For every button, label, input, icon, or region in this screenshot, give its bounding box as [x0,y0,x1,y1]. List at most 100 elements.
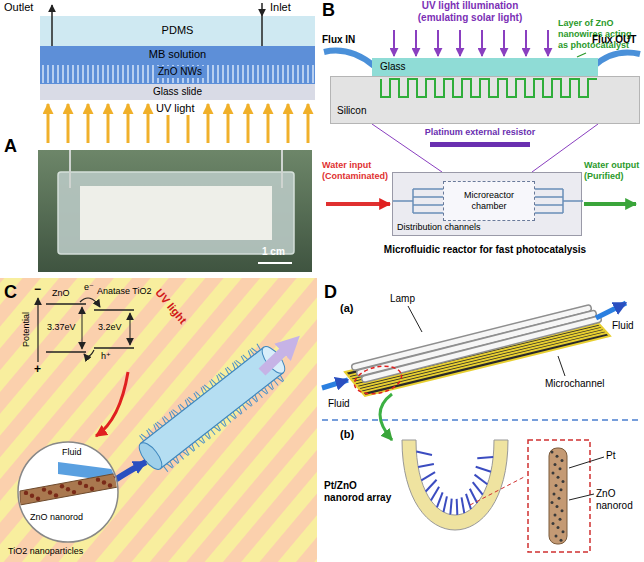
uv-arrow [107,104,110,143]
inset-drawing [20,462,118,505]
annotation-label: UV light illumination (emulating solar l… [406,0,534,24]
uv-arrow [287,104,290,143]
nanowire [127,65,129,83]
nanorod [416,452,432,455]
pt-particles [551,451,565,542]
nanorod [201,437,206,443]
nanorod [175,456,181,463]
nanoparticle [66,487,70,491]
nanowire [302,65,304,83]
nanorod [188,396,194,403]
nanorod [470,489,477,503]
nanorod [211,379,216,385]
nanowire [287,65,289,83]
nanowire [137,65,139,83]
nanoparticle [60,484,64,488]
nanoparticle [114,474,118,478]
nanorod [179,454,183,460]
nanorod [264,387,269,393]
nanowire [82,65,84,83]
nanorod [242,405,246,411]
nanoparticles [24,474,118,501]
nanowire-film [80,186,272,240]
nanorod [216,424,221,430]
uv-arrow [437,30,439,56]
nanoparticle [96,477,100,481]
nanowire [42,65,44,83]
panel-letter: B [322,0,335,22]
lamp-tube [365,319,598,378]
nanorod [475,475,488,485]
annotation-label: 1 cm [262,246,285,258]
annotation-label: ZnO nanorod [30,512,83,523]
annotation-label: Platinum external resistor [405,127,555,138]
nanorod [180,403,185,409]
pt-particle [552,522,555,525]
divider-line [322,419,640,421]
pt-particle [555,484,558,487]
annotation-label: Fluid [328,398,350,410]
nanoparticle [48,490,52,494]
resistor-bar [430,142,530,147]
annotation-label: Water output (Purified) [584,160,642,182]
annotation-label: Inlet [270,1,291,14]
zoom-box [528,440,590,552]
lamp-tube [355,308,588,366]
nanoparticle [90,487,94,491]
nanowire [212,65,214,83]
band-edge [94,309,134,311]
nanowire [102,65,104,83]
nanowire [122,65,124,83]
pt-particle [552,472,555,475]
annotation-label: Flux OUT [592,34,636,46]
panel-letter: D [324,282,337,304]
pt-particle [558,497,561,500]
nanowire [117,65,119,83]
microchannel-wave [381,79,597,97]
reactor-plate [345,314,610,396]
nanorod [269,382,275,389]
uv-arrow [267,104,270,143]
nanorod [190,444,196,451]
uv-arrow [147,104,150,143]
pt-particle [560,488,563,491]
layer-band: Glass [372,58,598,76]
pt-particle [556,505,559,508]
nanorod [253,395,259,402]
nanowire [312,65,314,83]
leader-line [569,494,594,500]
nanorod [248,400,253,406]
nanowire [62,65,64,83]
nanowire [97,65,99,83]
nanoparticle [36,496,40,500]
nanowire [307,65,309,83]
nanorod [220,371,226,378]
annotation-label: + [34,362,41,376]
pt-particle [556,455,559,458]
outlet-pipe [594,53,640,67]
band-edge [46,303,86,305]
nanorod [157,421,163,428]
panel-letter: C [4,282,17,304]
nanorod [206,432,212,439]
uv-arrow [393,30,395,56]
nanowire [77,65,79,83]
annotation-label: Anatase TiO2 [97,286,152,297]
nanorod [251,347,257,354]
nanowire [57,65,59,83]
nanorod-tube [131,338,293,479]
annotation-label: Water input (Contaminated) [322,160,390,182]
nanowire [132,65,134,83]
water-in-arrow [326,202,390,206]
uv-arrow [547,30,549,56]
zno-nanorod [20,473,118,505]
fluid-in-arrow [322,380,348,388]
inlet-pipe [324,51,374,66]
pt-particle [562,530,565,533]
nanowire [282,65,284,83]
nanorod [243,354,248,360]
annotation-label: Flux IN [322,34,355,46]
nanowire [222,65,224,83]
layer-band: Microreactor chamber [443,181,535,221]
